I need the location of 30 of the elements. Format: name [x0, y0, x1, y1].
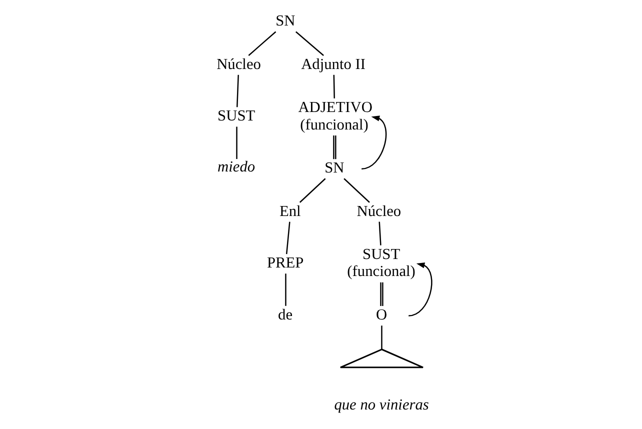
node-text: miedo: [217, 158, 255, 176]
node-text: O: [375, 306, 387, 324]
connector: [236, 126, 237, 159]
connector: [343, 178, 370, 203]
node-text: SUST (funcional): [346, 246, 415, 280]
node-text: SN: [275, 12, 295, 30]
connector: [380, 282, 383, 306]
connector: [332, 74, 334, 98]
node-text: Núcleo: [356, 202, 401, 220]
connector: [284, 274, 286, 306]
node-triangle: [339, 348, 424, 368]
connector: [248, 31, 276, 56]
connector: [380, 326, 382, 350]
connector: [236, 74, 238, 108]
node-text: ADJETIVO (funcional): [298, 99, 372, 134]
connector: [332, 135, 336, 160]
connector: [378, 222, 381, 246]
connector: [298, 178, 326, 203]
node-text: SN: [324, 160, 344, 177]
node-text: Adjunto II: [300, 56, 366, 73]
connector: [285, 222, 290, 254]
node-label: que no vinieras: [334, 396, 428, 414]
node-text: Enl: [278, 202, 300, 220]
node-text: de: [278, 306, 292, 324]
node-text: Núcleo: [216, 56, 260, 73]
arrow: [360, 116, 386, 170]
node-text: PREP: [266, 254, 304, 272]
arrow: [408, 262, 432, 316]
node-text: SUST: [217, 108, 255, 125]
connector: [295, 31, 324, 56]
